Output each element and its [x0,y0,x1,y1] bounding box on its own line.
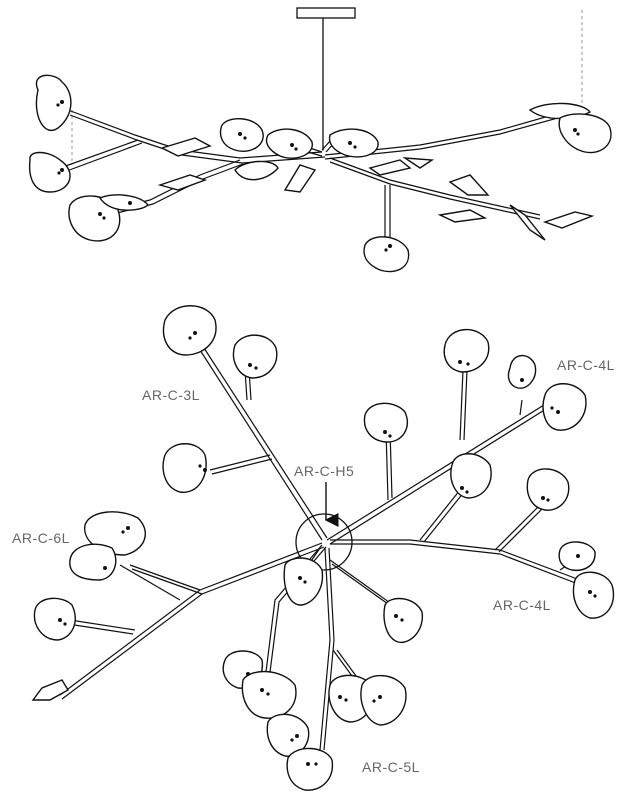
plan-view [31,305,615,791]
ceiling-canopy [296,7,356,19]
perspective-connectors [56,100,580,252]
perspective-view [28,7,612,273]
perspective-arms [59,109,573,240]
perspective-round-leaves [28,74,612,273]
label-ar-c-h5: AR-C-H5 [294,463,354,479]
plan-arms [59,347,581,751]
module-labels: AR-C-3L AR-C-4L AR-C-H5 AR-C-6L AR-C-4L … [12,357,615,775]
perspective-diamond-leaves [157,137,595,241]
label-ar-c-3l: AR-C-3L [142,387,200,403]
hub-circle [295,513,353,571]
plan-connectors [58,331,597,766]
label-ar-c-4l-bottom: AR-C-4L [493,597,551,613]
label-ar-c-5l: AR-C-5L [362,759,420,775]
label-ar-c-6l: AR-C-6L [12,530,70,546]
label-ar-c-4l-top: AR-C-4L [557,357,615,373]
